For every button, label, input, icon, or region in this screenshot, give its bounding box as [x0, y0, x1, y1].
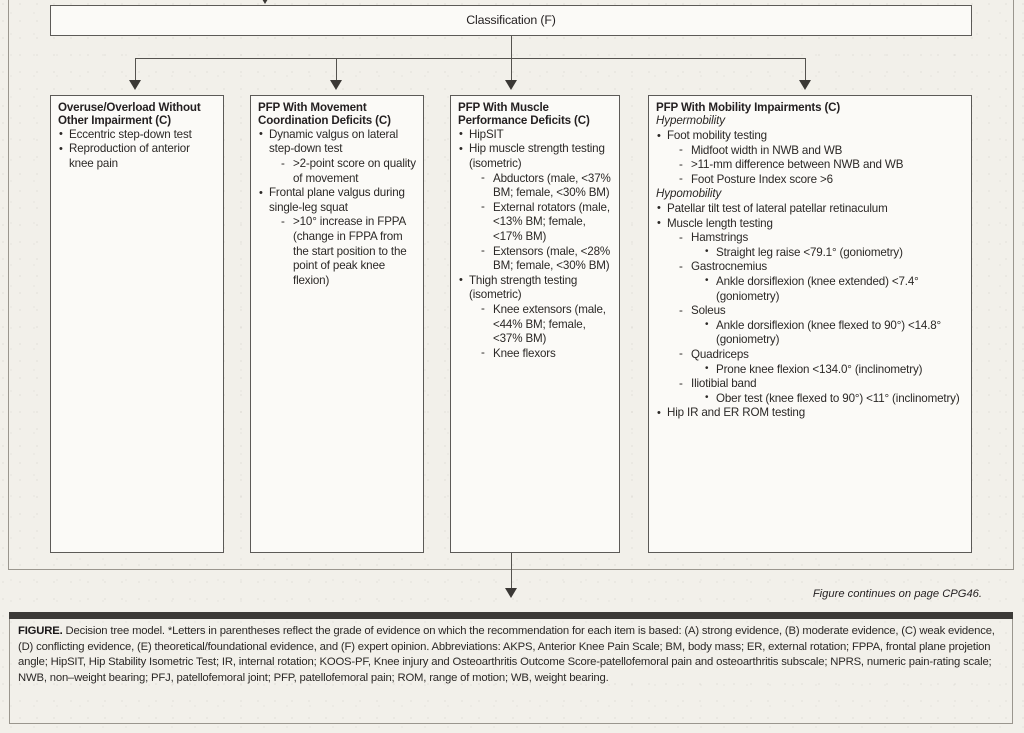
branch-line-1	[135, 58, 137, 83]
sub-list-item: >11-mm difference between NWB and WB	[678, 158, 964, 173]
branch-line-4	[805, 58, 807, 83]
list-item: Reproduction of anterior knee pain	[58, 142, 216, 171]
sub-list: >2-point score on quality of movement	[280, 156, 416, 186]
sub-list-item: External rotators (male, <13% BM; female…	[480, 200, 612, 245]
sub-list-item: Extensors (male, <28% BM; female, <30% B…	[480, 244, 612, 274]
sub-sub-list-item: Ankle dorsiflexion (knee flexed to 90°) …	[704, 318, 964, 348]
list-item-text: Thigh strength testing (isometric)	[469, 273, 578, 302]
list-item: Hip muscle strength testing (isometric) …	[458, 142, 612, 273]
hypermobility-item-list: Foot mobility testing Midfoot width in N…	[656, 128, 964, 188]
sub-list: Knee extensors (male, <44% BM; female, <…	[480, 302, 612, 362]
sub-list: Abductors (male, <37% BM; female, <30% B…	[480, 171, 612, 274]
overuse-item-list: Eccentric step-down test Reproduction of…	[58, 127, 216, 172]
sub-list-item-text: Hamstrings	[691, 231, 749, 245]
list-item-text: Hip muscle strength testing (isometric)	[469, 142, 605, 170]
node-mobility-impairments[interactable]: PFP With Mobility Impairments (C) Hyperm…	[648, 95, 972, 553]
list-item-text: Patellar tilt test of lateral patellar r…	[667, 201, 888, 215]
list-item-text: Foot mobility testing	[667, 129, 767, 142]
branch-arrow-2-icon	[330, 80, 342, 90]
caption-box	[9, 612, 1013, 724]
list-item: Thigh strength testing (isometric) Knee …	[458, 273, 612, 362]
sub-sub-list: Ober test (knee flexed to 90°) <11° (inc…	[704, 391, 964, 407]
trunk-line-horizontal	[135, 58, 806, 60]
branch-arrow-4-icon	[799, 80, 811, 90]
node-classification[interactable]: Classification (F)	[50, 5, 972, 36]
sub-sub-list-item: Ankle dorsiflexion (knee extended) <7.4°…	[704, 274, 964, 304]
mobility-title: PFP With Mobility Impairments (C)	[656, 101, 841, 114]
overuse-title: Overuse/Overload Without Other Impairmen…	[58, 101, 201, 128]
sub-sub-list-item: Ober test (knee flexed to 90°) <11° (inc…	[704, 391, 964, 407]
sub-list: Midfoot width in NWB and WB >11-mm diffe…	[678, 143, 964, 188]
caption-lead: FIGURE.	[18, 625, 63, 637]
branch-line-2	[336, 58, 338, 83]
sub-list-item: Quadriceps Prone knee flexion <134.0° (i…	[678, 347, 964, 378]
branch-arrow-1-icon	[129, 80, 141, 90]
trunk-line-vertical	[511, 36, 513, 58]
branch-arrow-3-icon	[505, 80, 517, 90]
node-movement-coordination[interactable]: PFP With Movement Coordination Deficits …	[250, 95, 424, 553]
sub-sub-list: Prone knee flexion <134.0° (inclinometry…	[704, 362, 964, 378]
list-item-text: Hip IR and ER ROM testing	[667, 406, 806, 420]
sub-sub-list: Ankle dorsiflexion (knee extended) <7.4°…	[704, 274, 964, 304]
list-item: Patellar tilt test of lateral patellar r…	[656, 201, 964, 217]
list-item: Hip IR and ER ROM testing	[656, 406, 964, 421]
classification-label: Classification (F)	[466, 13, 556, 28]
list-item: Eccentric step-down test	[58, 127, 216, 143]
figure-caption: FIGURE. Decision tree model. *Letters in…	[18, 624, 1004, 686]
sub-sub-list: Straight leg raise <79.1° (goniometry)	[704, 245, 964, 261]
list-item: HipSIT	[458, 127, 612, 143]
outgoing-arrow-icon	[505, 588, 517, 598]
sub-list-item: Hamstrings Straight leg raise <79.1° (go…	[678, 231, 964, 260]
sub-list-item: Iliotibial band Ober test (knee flexed t…	[678, 377, 964, 406]
sub-list-item: >10° increase in FPPA (change in FPPA fr…	[280, 215, 416, 288]
sub-list-item-text: Gastrocnemius	[691, 260, 768, 274]
sub-list-item: Soleus Ankle dorsiflexion (knee flexed t…	[678, 304, 964, 348]
sub-list-item: Gastrocnemius Ankle dorsiflexion (knee e…	[678, 260, 964, 304]
movement-title: PFP With Movement Coordination Deficits …	[258, 101, 391, 128]
sub-list-item-text: Quadriceps	[691, 347, 749, 361]
sub-list: >10° increase in FPPA (change in FPPA fr…	[280, 215, 416, 288]
list-item: Frontal plane valgus during single-leg s…	[258, 186, 416, 288]
sub-list-item: >2-point score on quality of movement	[280, 156, 416, 186]
hypermobility-subhead: Hypermobility	[656, 114, 725, 128]
list-item: Dynamic valgus on lateral step-down test…	[258, 127, 416, 186]
sub-list-item-text: Iliotibial band	[691, 377, 757, 391]
sub-list-item: Abductors (male, <37% BM; female, <30% B…	[480, 171, 612, 201]
hypomobility-item-list: Patellar tilt test of lateral patellar r…	[656, 201, 964, 421]
sub-sub-list-item: Straight leg raise <79.1° (goniometry)	[704, 245, 964, 261]
list-item-text: HipSIT	[469, 127, 504, 141]
node-muscle-performance[interactable]: PFP With Muscle Performance Deficits (C)…	[450, 95, 620, 553]
sub-list-item: Foot Posture Index score >6	[678, 172, 964, 188]
figure-continues-note: Figure continues on page CPG46.	[812, 588, 982, 600]
sub-list-item: Midfoot width in NWB and WB	[678, 143, 964, 159]
caption-top-bar	[9, 612, 1013, 619]
branch-line-3	[511, 58, 513, 83]
list-item-text: Frontal plane valgus during single-leg s…	[269, 186, 405, 214]
sub-sub-list-item: Prone knee flexion <134.0° (inclinometry…	[704, 362, 964, 378]
list-item-text: Muscle length testing	[667, 216, 773, 230]
list-item-text: Dynamic valgus on lateral step-down test	[269, 127, 398, 156]
node-overuse-overload[interactable]: Overuse/Overload Without Other Impairmen…	[50, 95, 224, 553]
sub-list: Hamstrings Straight leg raise <79.1° (go…	[678, 231, 964, 406]
sub-list-item-text: Soleus	[691, 304, 726, 318]
muscle-item-list: HipSIT Hip muscle strength testing (isom…	[458, 127, 612, 362]
muscle-title: PFP With Muscle Performance Deficits (C)	[458, 101, 590, 128]
outgoing-connector-line	[511, 553, 513, 591]
list-item: Muscle length testing Hamstrings Straigh…	[656, 216, 964, 407]
movement-item-list: Dynamic valgus on lateral step-down test…	[258, 127, 416, 289]
caption-body: Decision tree model. *Letters in parenth…	[18, 625, 995, 684]
list-item: Foot mobility testing Midfoot width in N…	[656, 128, 964, 188]
incoming-arrow-icon	[259, 0, 271, 4]
sub-sub-list: Ankle dorsiflexion (knee flexed to 90°) …	[704, 318, 964, 348]
sub-list-item: Knee flexors	[480, 346, 612, 362]
hypomobility-subhead: Hypomobility	[656, 187, 722, 201]
sub-list-item: Knee extensors (male, <44% BM; female, <…	[480, 302, 612, 347]
